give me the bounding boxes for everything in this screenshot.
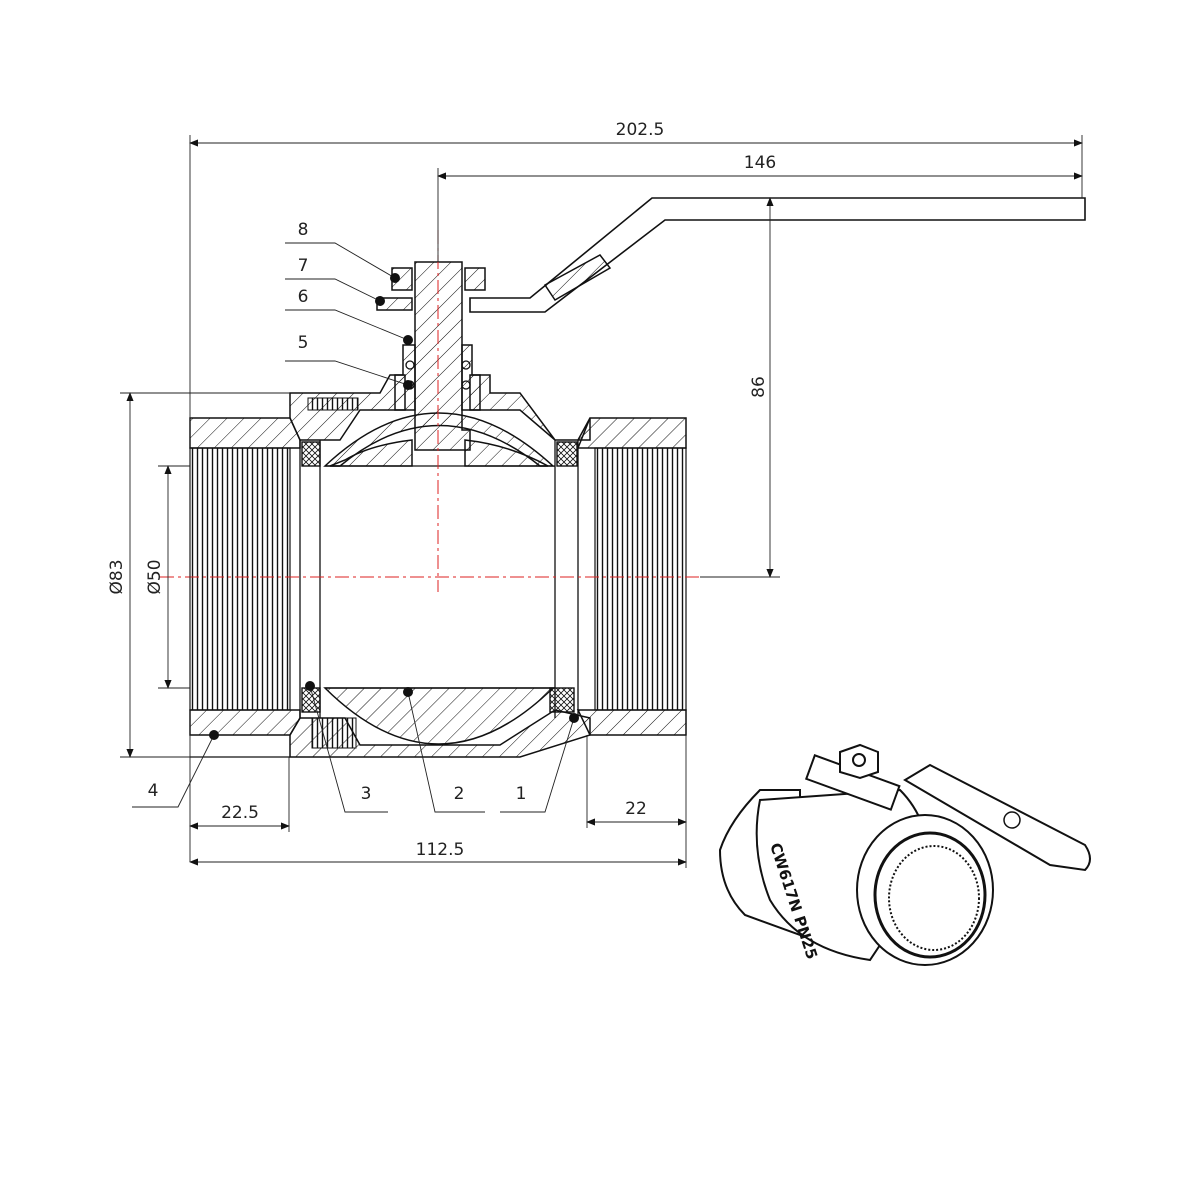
dim-outer-diameter: Ø83 xyxy=(107,559,127,594)
dimension-lines xyxy=(120,135,1083,868)
stem xyxy=(376,261,486,451)
valve-body xyxy=(190,374,591,758)
part-numbers: 8 7 6 5 4 3 2 1 xyxy=(148,220,527,804)
dim-height: 86 xyxy=(749,376,769,398)
part-leaders xyxy=(132,242,579,813)
ball xyxy=(323,412,555,745)
dim-overall: 202.5 xyxy=(616,120,665,140)
part-label-8: 8 xyxy=(298,220,309,240)
seat-right-bottom xyxy=(549,687,575,713)
dim-handle: 146 xyxy=(744,153,776,173)
part-label-2: 2 xyxy=(454,784,465,804)
seat-left-top xyxy=(301,441,321,467)
valve-3d-view: CW617N PN25 xyxy=(718,743,1091,966)
part-label-3: 3 xyxy=(361,784,372,804)
handle xyxy=(469,197,1086,313)
part-label-6: 6 xyxy=(298,287,309,307)
seat-left-bottom xyxy=(301,687,321,713)
part-label-1: 1 xyxy=(516,784,527,804)
dim-right-thread: 22 xyxy=(625,799,647,819)
part-label-5: 5 xyxy=(298,333,309,353)
dim-bore-diameter: Ø50 xyxy=(145,559,165,594)
part-label-7: 7 xyxy=(298,256,309,276)
dimension-labels: 202.5 146 86 Ø83 Ø50 22.5 112.5 22 xyxy=(107,120,776,860)
right-end xyxy=(576,417,687,736)
dim-left-thread: 22.5 xyxy=(221,803,259,823)
seat-right-top xyxy=(556,441,578,467)
dim-body-length: 112.5 xyxy=(416,840,465,860)
part-label-4: 4 xyxy=(148,781,159,801)
flow-logo-icon xyxy=(1003,811,1021,829)
